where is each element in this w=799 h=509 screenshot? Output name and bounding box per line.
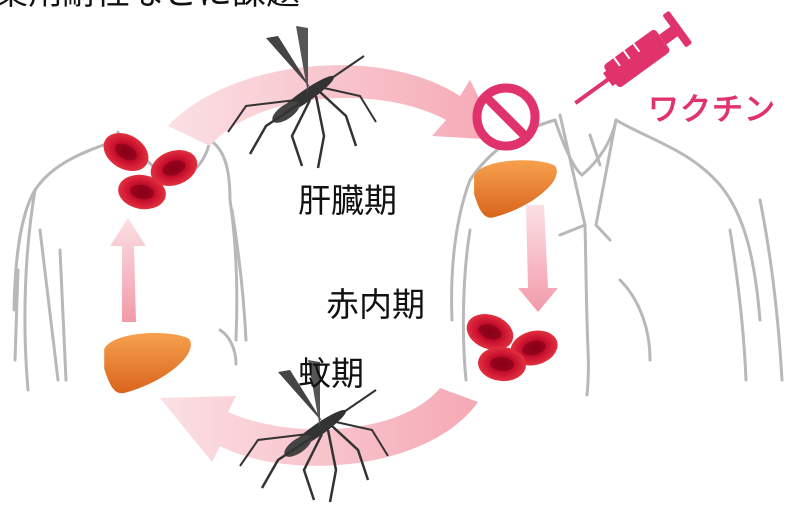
- mosquito-stage-label: 蚊期: [298, 357, 364, 390]
- red-blood-cells-icon: [97, 125, 203, 213]
- headline: 薬剤耐性などに課題: [0, 0, 300, 10]
- blood-stage-label: 赤内期: [326, 288, 425, 321]
- liver-icon: [104, 333, 191, 393]
- prohibition-icon: [477, 88, 535, 146]
- arrow-left-up: [110, 218, 146, 322]
- liver-stage-label: 肝臓期: [298, 184, 397, 217]
- liver-icon: [474, 160, 557, 218]
- vaccine-label: ワクチン: [648, 95, 776, 126]
- red-blood-cells-icon: [462, 308, 562, 383]
- arrow-right-down: [518, 205, 558, 312]
